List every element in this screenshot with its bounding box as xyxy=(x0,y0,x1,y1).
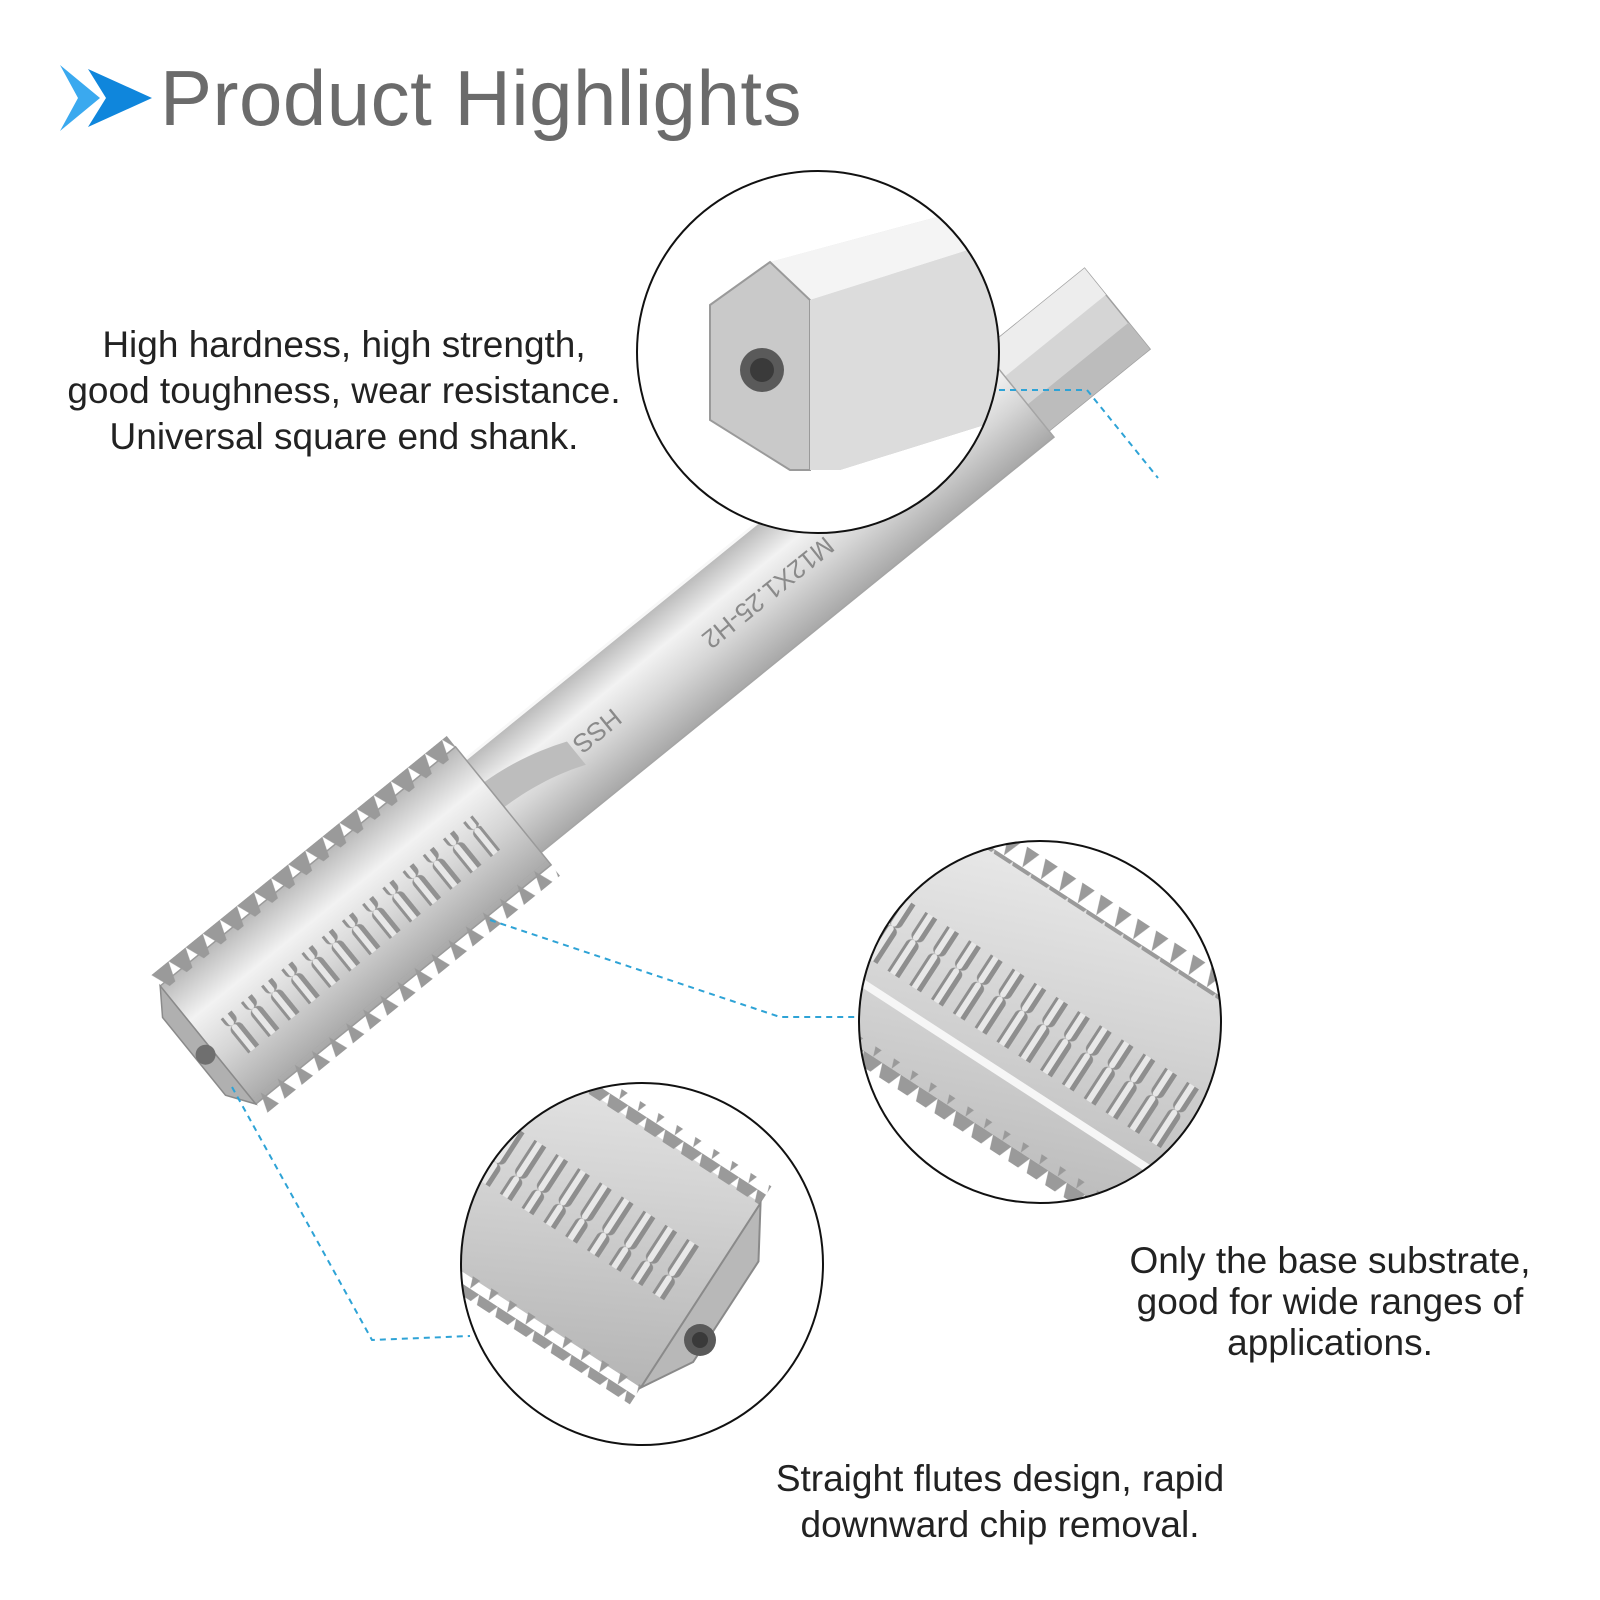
caption-shank: High hardness, high strength, good tough… xyxy=(38,322,650,460)
caption-flutes-line: downward chip removal. xyxy=(800,1504,1200,1545)
page-title: Product Highlights xyxy=(160,54,802,142)
caption-shank-line: good toughness, wear resistance. xyxy=(67,370,621,411)
caption-shank-line: High hardness, high strength, xyxy=(102,324,586,365)
zoom-flutes-tip xyxy=(460,1082,824,1446)
caption-flutes-line: Straight flutes design, rapid xyxy=(775,1458,1225,1499)
caption-shank-line: Universal square end shank. xyxy=(109,416,579,457)
leader-lines xyxy=(231,389,1159,1342)
caption-substrate-line: applications. xyxy=(1227,1322,1433,1363)
leader-line-shank xyxy=(999,389,1159,479)
header: Product Highlights xyxy=(60,48,802,148)
leader-line-substrate xyxy=(489,919,861,1018)
caption-substrate: Only the base substrate, good for wide r… xyxy=(1100,1240,1560,1363)
leader-line-flutes xyxy=(231,1086,471,1342)
caption-substrate-line: good for wide ranges of xyxy=(1136,1281,1524,1322)
zoom-shank-end xyxy=(636,170,1000,534)
double-arrow-icon xyxy=(60,65,152,131)
caption-substrate-line: Only the base substrate, xyxy=(1129,1240,1531,1281)
caption-flutes: Straight flutes design, rapid downward c… xyxy=(740,1456,1260,1548)
